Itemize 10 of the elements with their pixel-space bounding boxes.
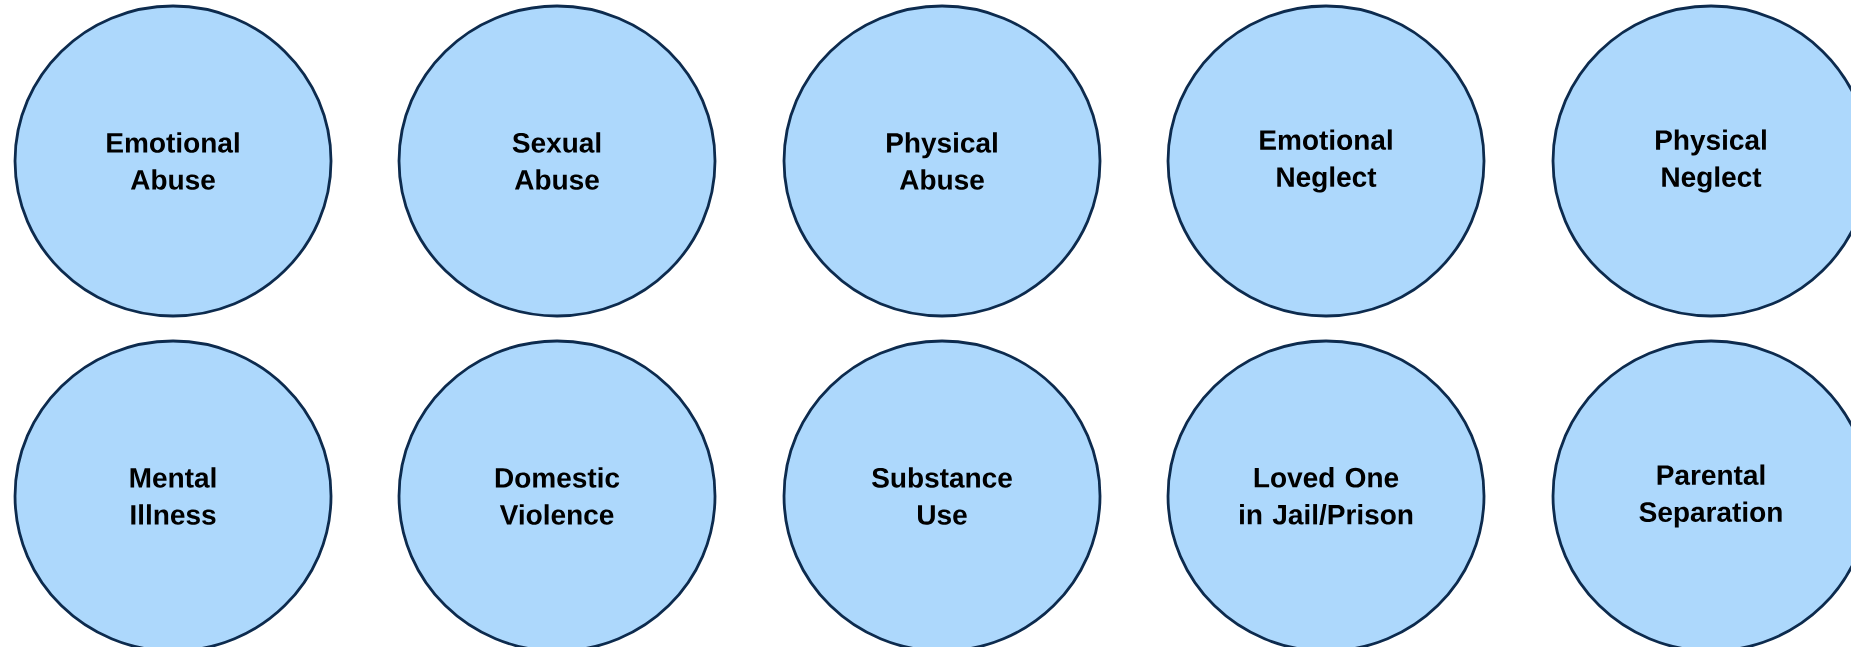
circle-node: Parental Separation [1551,339,1851,647]
circle-node: Emotional Abuse [13,4,333,318]
circle-node: Physical Neglect [1551,4,1851,318]
circle-node: Substance Use [782,339,1102,647]
circle-node: Domestic Violence [397,339,717,647]
circle-node: Emotional Neglect [1166,4,1486,318]
circle-node: Loved One in Jail/Prison [1166,339,1486,647]
circle-node: Sexual Abuse [397,4,717,318]
circle-node: Physical Abuse [782,4,1102,318]
circle-node: Mental Illness [13,339,333,647]
